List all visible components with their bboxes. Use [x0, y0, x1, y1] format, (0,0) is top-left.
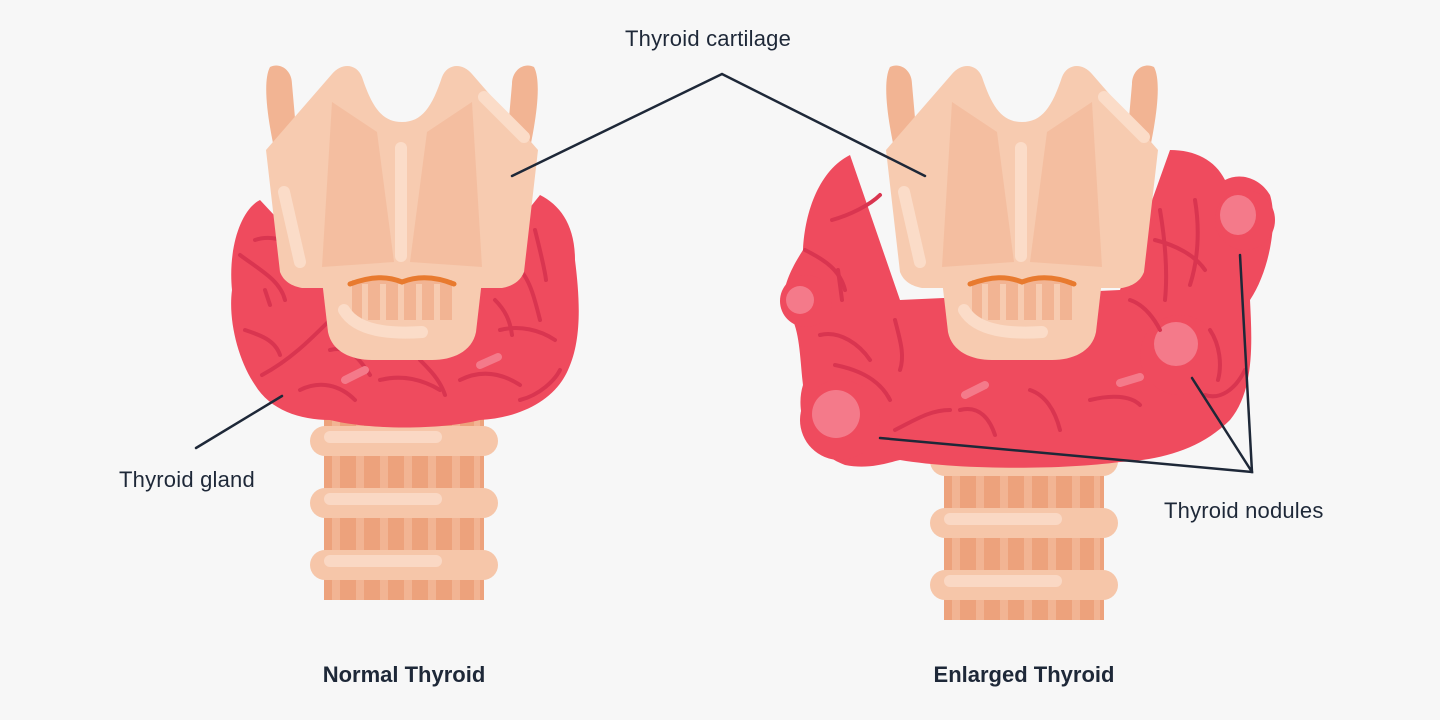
leader-lines [194, 72, 1254, 474]
normal-thyroid-illustration [231, 66, 579, 600]
title-normal-thyroid: Normal Thyroid [322, 662, 486, 687]
cartilage-leader [510, 72, 927, 178]
gland-leader [194, 394, 284, 450]
title-enlarged-thyroid: Enlarged Thyroid [933, 662, 1115, 687]
enlarged-thyroid-illustration [780, 66, 1275, 620]
label-thyroid-nodules: Thyroid nodules [1164, 498, 1324, 523]
label-thyroid-cartilage: Thyroid cartilage [625, 26, 792, 51]
label-thyroid-gland: Thyroid gland [119, 467, 255, 492]
